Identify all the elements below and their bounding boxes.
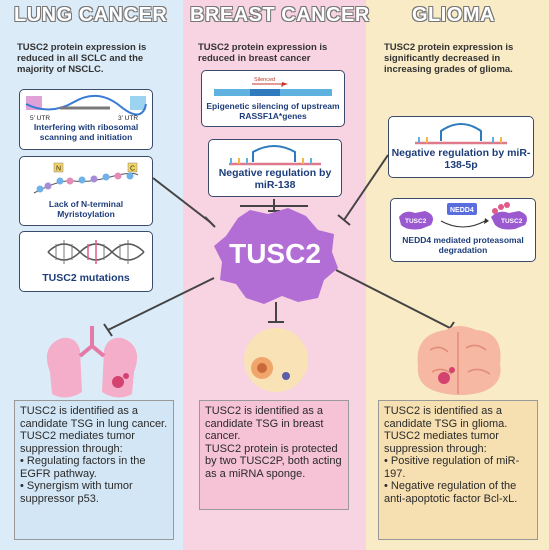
- lungs-icon: [46, 326, 138, 398]
- peptide-chain-icon: N C: [33, 162, 139, 194]
- lung-title: LUNG CANCER: [14, 4, 168, 26]
- lung-panel-bullet1: • Regulating factors in the EGFR pathway…: [20, 455, 146, 480]
- svg-text:5' UTR: 5' UTR: [30, 115, 50, 122]
- ribosomal-scanning-label: Interfering with ribosomal scanning and …: [33, 122, 139, 142]
- svg-text:TUSC2: TUSC2: [501, 218, 523, 225]
- tusc2-center-label: TUSC2: [229, 238, 321, 269]
- glioma-subtitle: TUSC2 protein expression is significantl…: [384, 42, 514, 75]
- lung-subtitle: TUSC2 protein expression is reduced in a…: [17, 42, 147, 75]
- ribosomal-scanning-box: 5' UTR 3' UTR Interfering with ribosomal…: [19, 89, 153, 150]
- glioma-title: GLIOMA: [412, 4, 495, 26]
- svg-text:C: C: [130, 166, 135, 173]
- silenced-gene-icon: Silenced: [214, 77, 332, 96]
- epigenetic-box: Silenced Epigenetic silencing of upstrea…: [201, 70, 345, 127]
- brain-icon: [417, 326, 501, 395]
- dna-helix-icon: [47, 240, 145, 264]
- tusc2-to-glioma-line: [335, 269, 451, 329]
- mrna-utr-icon: 5' UTR 3' UTR: [25, 95, 147, 122]
- tusc2-to-lung-line: [107, 277, 215, 331]
- breast-panel-line1: TUSC2 is identified as a candidate TSG i…: [205, 405, 324, 442]
- breast-subtitle: TUSC2 protein expression is reduced in b…: [198, 42, 328, 64]
- svg-text:N: N: [56, 166, 61, 173]
- lung-panel-line1: TUSC2 is identified as a candidate TSG i…: [20, 405, 168, 430]
- myristoylation-box: N C Lack of N-terminal Myristoylation: [19, 156, 153, 226]
- svg-text:TUSC2: TUSC2: [405, 218, 427, 225]
- nedd4-label: NEDD4 mediated proteasomal degradation: [402, 235, 524, 255]
- glioma-panel-bullet2: • Negative regulation of the anti-apopto…: [384, 480, 518, 505]
- mir138-box: Negative regulation by miR-138: [208, 139, 342, 197]
- mirna-hairpin-icon-glioma: [415, 123, 507, 145]
- myristoylation-label: Lack of N-terminal Myristoylation: [48, 199, 124, 219]
- proteasomal-degradation-icon: NEDD4 TUSC2 TUSC2: [399, 202, 527, 230]
- glioma-panel-bullet1: • Positive regulation of miR-197.: [384, 455, 520, 480]
- lung-to-tusc2-line: [152, 177, 211, 223]
- svg-text:NEDD4: NEDD4: [450, 207, 474, 214]
- breast-panel-line2: TUSC2 protein is protected by two TUSC2P…: [205, 442, 342, 480]
- glioma-panel: TUSC2 is identified as a candidate TSG i…: [378, 400, 538, 540]
- mir138-5p-label: Negative regulation by miR-138-5p: [391, 147, 531, 171]
- mir138-label: Negative regulation by miR-138: [218, 167, 332, 191]
- mutations-box: TUSC2 mutations: [19, 231, 153, 292]
- mir138-5p-box: Negative regulation by miR-138-5p: [388, 116, 534, 178]
- breast-panel: TUSC2 is identified as a candidate TSG i…: [199, 400, 349, 510]
- lung-panel-line2: TUSC2 mediates tumor suppression through…: [20, 430, 135, 455]
- glioma-to-tusc2-line: [343, 154, 389, 221]
- breast-title: BREAST CANCER: [190, 4, 370, 26]
- mirna-hairpin-icon: [229, 145, 321, 166]
- glioma-panel-line2: TUSC2 mediates tumor suppression through…: [384, 430, 499, 455]
- epigenetic-label: Epigenetic silencing of upstream RASSF1A…: [206, 101, 340, 121]
- svg-text:3' UTR: 3' UTR: [118, 115, 138, 122]
- lung-panel-bullet2: • Synergism with tumor suppressor p53.: [20, 480, 133, 505]
- lung-panel: TUSC2 is identified as a candidate TSG i…: [14, 400, 174, 540]
- breast-icon: [244, 328, 308, 392]
- svg-text:Silenced: Silenced: [254, 77, 275, 83]
- glioma-panel-line1: TUSC2 is identified as a candidate TSG i…: [384, 405, 508, 430]
- tusc2-protein-shape: [214, 208, 338, 304]
- nedd4-box: NEDD4 TUSC2 TUSC2 NEDD4 mediated proteas…: [390, 198, 536, 262]
- mutations-label: TUSC2 mutations: [42, 272, 130, 284]
